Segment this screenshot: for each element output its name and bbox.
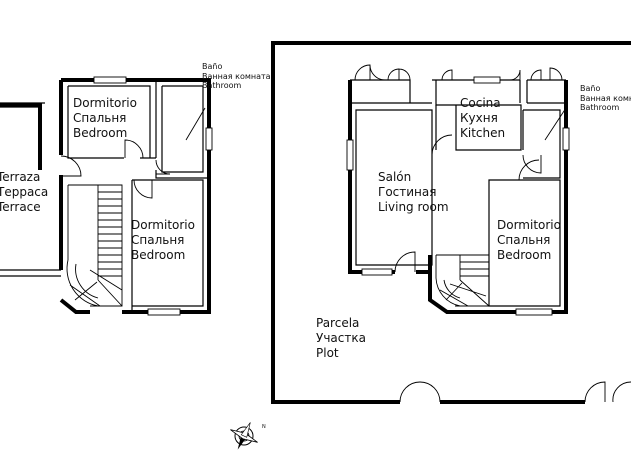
ground-window-living-bottom: [361, 268, 393, 276]
upper-door-terrace: [60, 155, 82, 177]
ground-inner-walls: [355, 105, 561, 307]
room-label-upper-bedroom-2: Dormitorio Спальня Bedroom: [131, 218, 195, 262]
upper-floor: [0, 76, 213, 316]
room-label-kitchen: Cocina Кухня Kitchen: [460, 96, 506, 140]
ground-bay-doors: [354, 64, 563, 81]
ground-door-kitchen: [431, 134, 453, 156]
plot-boundary: [271, 41, 631, 404]
upper-bath-fixture: [185, 107, 206, 141]
ground-window-bedroom: [515, 308, 553, 316]
ground-door-bath: [522, 154, 542, 174]
ground-door-bedroom: [518, 159, 540, 181]
plot-gate: [399, 381, 631, 403]
ground-stairs: [435, 254, 490, 307]
upper-door-bath: [155, 159, 171, 175]
upper-outer-walls: [59, 78, 211, 314]
compass-rose-icon: [230, 422, 258, 450]
room-label-upper-bedroom-1: Dormitorio Спальня Bedroom: [73, 96, 137, 140]
ground-window-kitchen: [473, 76, 501, 84]
room-label-upper-bathroom: Baño Ванная комната Bathroom: [202, 62, 271, 91]
ground-floor: [271, 41, 631, 404]
room-label-living-room: Salón Гостиная Living room: [378, 170, 449, 214]
ground-door-entrance: [394, 251, 416, 273]
upper-door-bedroom1: [124, 139, 144, 159]
room-label-plot: Parcela Участка Plot: [316, 316, 366, 360]
upper-inner-walls: [67, 80, 209, 312]
upper-window-bath: [205, 127, 213, 151]
room-label-terrace: Terraza Терраса Terrace: [0, 170, 49, 214]
ground-window-bath: [562, 127, 570, 151]
upper-window-bottom: [147, 308, 181, 316]
upper-door-bedroom2: [133, 179, 153, 199]
ground-bath-fixture: [544, 107, 567, 141]
ground-window-living-left: [346, 139, 354, 171]
room-label-ground-bathroom: Baño Ванная комната Bathroom: [580, 84, 631, 113]
terrace-wall: [0, 103, 42, 170]
compass-north-label: N: [262, 424, 266, 430]
upper-window-top: [93, 76, 127, 84]
room-label-ground-bedroom: Dormitorio Спальня Bedroom: [497, 218, 561, 262]
upper-stairs: [66, 184, 123, 307]
ground-top-bays: [350, 79, 566, 151]
